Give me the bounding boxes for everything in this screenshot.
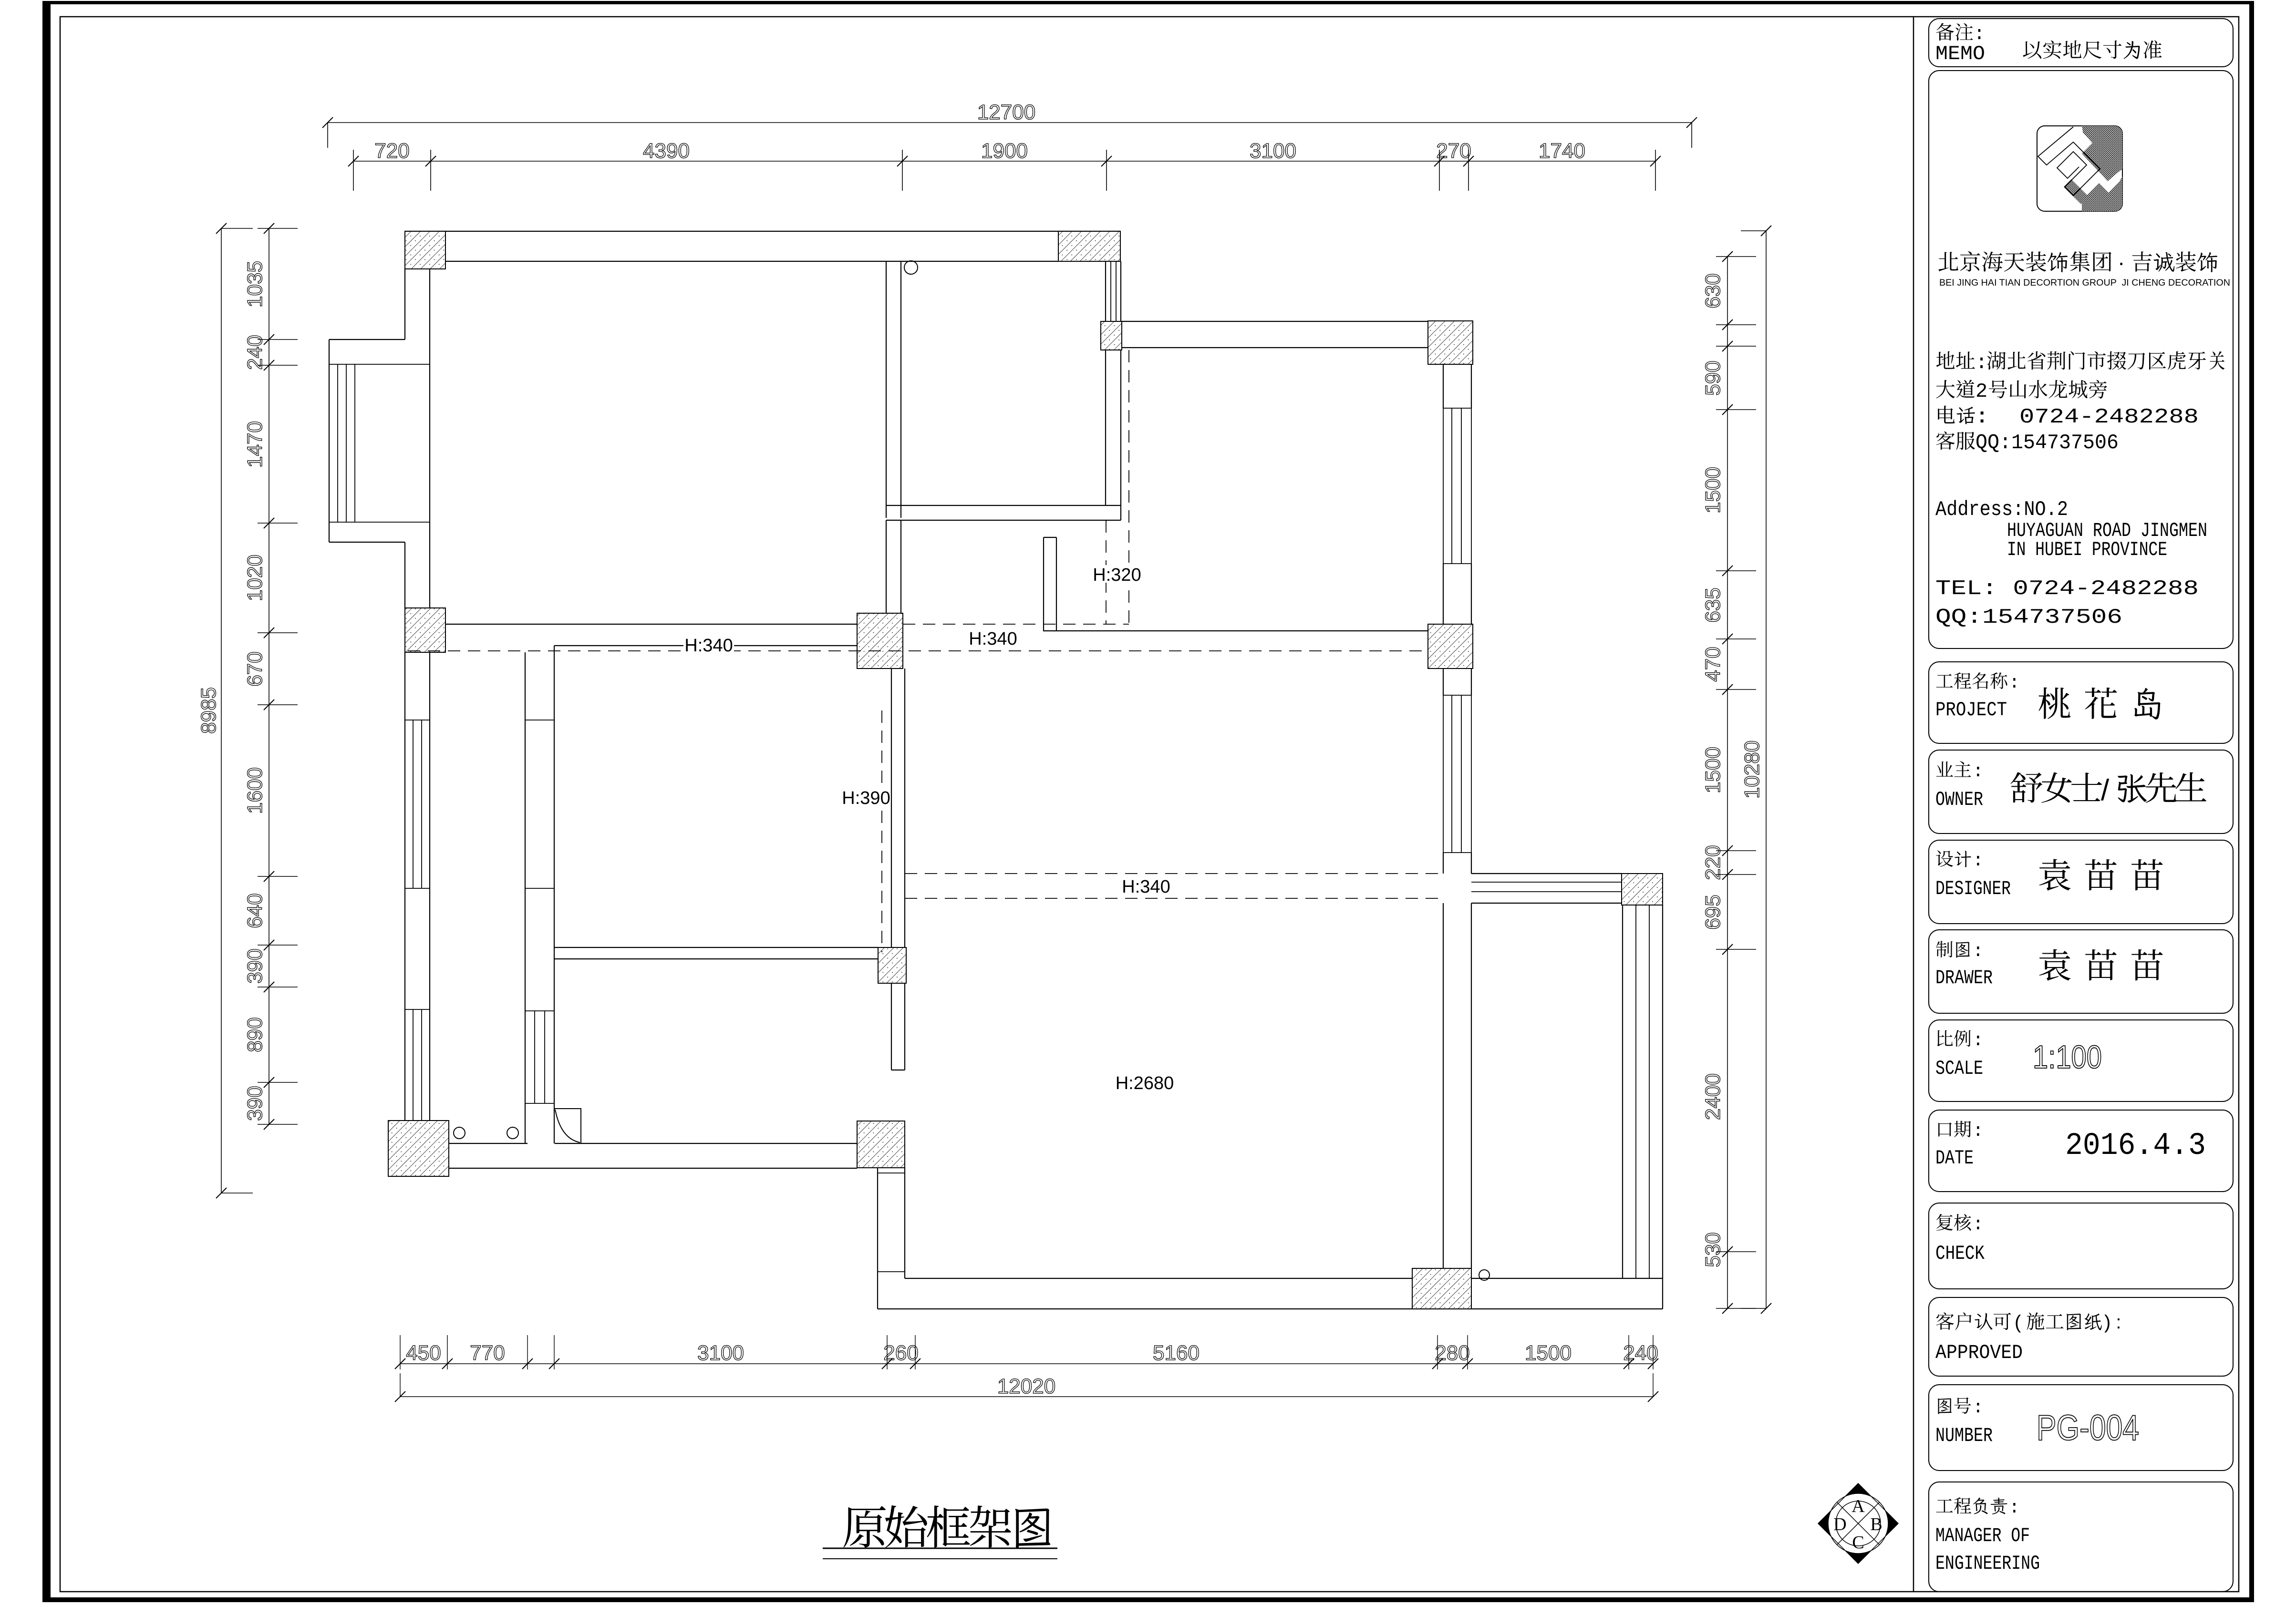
svg-text:H:390: H:390 <box>842 788 890 808</box>
svg-text:PROJECT: PROJECT <box>1935 699 2007 721</box>
svg-text:1600: 1600 <box>243 767 267 814</box>
svg-text:2016.4.3: 2016.4.3 <box>2065 1128 2206 1163</box>
svg-text:DESIGNER: DESIGNER <box>1935 877 2011 900</box>
svg-text:390: 390 <box>243 948 267 983</box>
svg-text::: : <box>1975 351 1987 374</box>
svg-text:APPROVED: APPROVED <box>1935 1341 2023 1364</box>
svg-text:670: 670 <box>243 651 267 686</box>
svg-text:BEI JING HAI TIAN DECORTION GR: BEI JING HAI TIAN DECORTION GROUP JI CHE… <box>1939 278 2230 288</box>
svg-text:(: ( <box>2015 1312 2021 1333</box>
svg-text:590: 590 <box>1701 360 1725 395</box>
svg-text:QQ:154737506: QQ:154737506 <box>1975 431 2119 455</box>
svg-text:D: D <box>1833 1514 1846 1534</box>
svg-text:220: 220 <box>1701 845 1725 880</box>
svg-text:H:340: H:340 <box>684 636 733 656</box>
svg-text::: : <box>1973 941 1984 962</box>
svg-text::: : <box>1973 761 1984 782</box>
svg-text:12700: 12700 <box>977 101 1035 124</box>
svg-text:8985: 8985 <box>197 687 220 734</box>
svg-text:720: 720 <box>374 139 409 163</box>
svg-text:630: 630 <box>1701 273 1725 308</box>
svg-text:CHECK: CHECK <box>1935 1242 1985 1265</box>
svg-text:280: 280 <box>1435 1341 1469 1365</box>
svg-text:OWNER: OWNER <box>1935 788 1983 811</box>
svg-text:3100: 3100 <box>697 1341 744 1365</box>
svg-text:PG-004: PG-004 <box>2037 1408 2139 1448</box>
svg-text::: : <box>1973 1398 1984 1418</box>
svg-text:MEMO: MEMO <box>1935 42 1985 65</box>
svg-text:MANAGER OF: MANAGER OF <box>1935 1524 2030 1547</box>
svg-text:HUYAGUAN ROAD JINGMEN: HUYAGUAN ROAD JINGMEN <box>2007 519 2207 542</box>
svg-text:5160: 5160 <box>1153 1341 1200 1365</box>
svg-text:240: 240 <box>1623 1341 1658 1365</box>
svg-text:/: / <box>2101 774 2110 807</box>
svg-text:1500: 1500 <box>1701 747 1725 793</box>
svg-text:1470: 1470 <box>243 421 267 468</box>
svg-text:1500: 1500 <box>1525 1341 1572 1365</box>
svg-text::: : <box>1973 1030 1984 1051</box>
svg-text:10280: 10280 <box>1740 741 1764 799</box>
svg-text:1900: 1900 <box>981 139 1028 163</box>
svg-text:890: 890 <box>243 1017 267 1052</box>
svg-text::: : <box>1974 24 1985 45</box>
svg-text:2: 2 <box>1975 380 1987 403</box>
svg-text:ENGINEERING: ENGINEERING <box>1935 1552 2040 1575</box>
svg-text:1020: 1020 <box>243 555 267 601</box>
svg-text:DRAWER: DRAWER <box>1935 967 1993 989</box>
svg-text:530: 530 <box>1701 1232 1725 1267</box>
svg-text:270: 270 <box>1436 139 1471 163</box>
svg-text:C: C <box>1852 1533 1864 1553</box>
svg-text::: : <box>1973 851 1984 871</box>
svg-text:DATE: DATE <box>1935 1147 1974 1170</box>
svg-text::: : <box>1973 1121 1984 1142</box>
svg-text:240: 240 <box>243 335 267 370</box>
svg-text:H:340: H:340 <box>969 629 1017 649</box>
svg-text:770: 770 <box>470 1341 505 1365</box>
svg-text:H:340: H:340 <box>1122 877 1170 897</box>
svg-text:450: 450 <box>406 1341 441 1365</box>
svg-text:Address:NO.2: Address:NO.2 <box>1935 498 2068 522</box>
svg-text:1:100: 1:100 <box>2033 1039 2102 1075</box>
svg-text:1740: 1740 <box>1539 139 1585 163</box>
svg-text:H:2680: H:2680 <box>1116 1073 1174 1093</box>
svg-text:H:320: H:320 <box>1093 565 1141 585</box>
svg-text:2400: 2400 <box>1701 1073 1725 1120</box>
svg-text:695: 695 <box>1701 895 1725 929</box>
svg-text:635: 635 <box>1701 587 1725 622</box>
svg-text:12020: 12020 <box>997 1375 1055 1398</box>
svg-text:640: 640 <box>243 893 267 928</box>
svg-text:TEL: 0724-2482288: TEL: 0724-2482288 <box>1935 577 2199 601</box>
svg-text:: 0724-2482288: : 0724-2482288 <box>1975 405 2199 429</box>
svg-text:B: B <box>1870 1514 1882 1534</box>
svg-text:·: · <box>2118 250 2125 275</box>
svg-text:A: A <box>1851 1496 1865 1516</box>
svg-text:260: 260 <box>883 1341 918 1365</box>
svg-text::: : <box>2009 673 2020 693</box>
svg-text:3100: 3100 <box>1250 139 1296 163</box>
svg-text:1035: 1035 <box>243 261 267 308</box>
svg-text::: : <box>2009 1498 2020 1518</box>
svg-text:NUMBER: NUMBER <box>1935 1424 1993 1447</box>
svg-text:IN HUBEI PROVINCE: IN HUBEI PROVINCE <box>2007 538 2167 561</box>
svg-text:SCALE: SCALE <box>1935 1057 1983 1080</box>
svg-text:QQ:154737506: QQ:154737506 <box>1935 606 2122 629</box>
svg-text:470: 470 <box>1701 647 1725 681</box>
svg-text::: : <box>1973 1214 1984 1235</box>
svg-text:) :: ) : <box>2104 1312 2121 1333</box>
svg-text:390: 390 <box>243 1086 267 1121</box>
svg-text:4390: 4390 <box>643 139 690 163</box>
svg-text:1500: 1500 <box>1701 467 1725 514</box>
